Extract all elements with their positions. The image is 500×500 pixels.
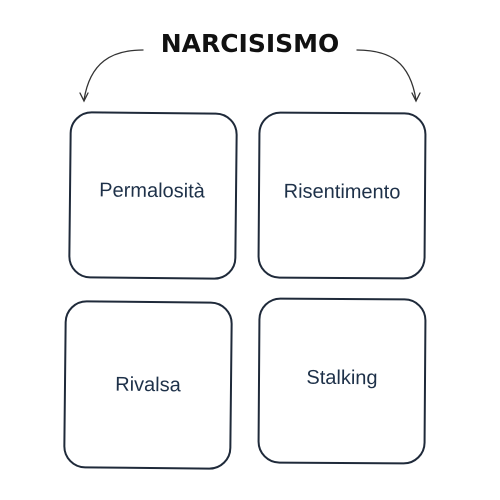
box-label: Permalosità (99, 179, 205, 203)
box-label: Risentimento (283, 180, 401, 204)
box-risentimento: Risentimento (257, 111, 427, 280)
box-permalosita: Permalosità (68, 111, 238, 280)
box-stalking: Stalking (257, 297, 427, 465)
box-label: Rivalsa (115, 373, 181, 396)
diagram-title: NARCISISMO (160, 29, 340, 58)
box-rivalsa: Rivalsa (63, 300, 233, 470)
left-arrow (79, 49, 144, 103)
right-arrow (356, 49, 421, 103)
box-label: Stalking (306, 366, 378, 389)
